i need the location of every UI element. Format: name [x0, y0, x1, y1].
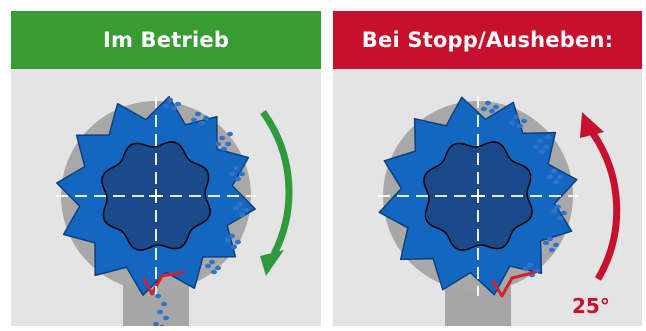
panel-header-stopped: Bei Stopp/Ausheben:	[333, 11, 642, 69]
panel-header-running: Im Betrieb	[11, 11, 321, 69]
falling-pellet	[157, 309, 163, 315]
rotation-angle-label: 25°	[572, 294, 610, 318]
pellet	[547, 174, 553, 180]
pellet	[235, 239, 241, 245]
pellet	[549, 247, 555, 253]
pellet	[513, 114, 519, 120]
pellet	[195, 111, 201, 117]
pellet	[555, 204, 561, 210]
pellet	[219, 135, 225, 141]
pellet	[561, 210, 567, 216]
falling-pellet	[159, 324, 165, 326]
pellet	[543, 144, 549, 150]
pellet	[493, 104, 499, 110]
pellet	[163, 103, 169, 109]
pellet	[231, 244, 237, 250]
pellet	[227, 131, 233, 137]
rotor-diagram-stopped	[378, 96, 621, 326]
pellet	[527, 262, 533, 268]
pellet	[489, 108, 495, 114]
pellet	[211, 269, 217, 275]
pellet	[523, 266, 529, 272]
pellet	[239, 212, 245, 218]
pellet	[509, 120, 515, 126]
falling-pellet	[153, 321, 159, 326]
pellet	[557, 215, 563, 221]
pellet	[543, 240, 549, 246]
panel-title-running: Im Betrieb	[102, 28, 230, 52]
pellet	[225, 141, 231, 147]
rotation-arrow	[260, 109, 293, 256]
rotor-diagram-running	[56, 96, 293, 326]
panel-stopped: Bei Stopp/Ausheben: 25°	[333, 11, 642, 326]
pellet	[239, 171, 245, 177]
pellet	[235, 176, 241, 182]
pellet	[517, 123, 523, 129]
pellet	[229, 233, 235, 239]
pellet	[557, 174, 563, 180]
rotation-arrow-head	[260, 250, 284, 276]
seal-edge-highlight	[142, 270, 185, 296]
pellet	[551, 168, 557, 174]
pellet	[175, 101, 181, 107]
pellet	[547, 236, 553, 242]
falling-pellet	[161, 301, 167, 307]
pellet	[233, 165, 239, 171]
pellet	[537, 138, 543, 144]
pellet	[553, 242, 559, 248]
pellet	[481, 106, 487, 112]
pellet	[199, 120, 205, 126]
panel-running: Im Betrieb	[11, 11, 321, 326]
pellet	[539, 149, 545, 155]
pellet	[225, 237, 231, 243]
pellet	[533, 144, 539, 150]
pellet	[203, 115, 209, 121]
pellet	[205, 263, 211, 269]
pellet	[171, 105, 177, 111]
rotation-arrow	[589, 129, 621, 281]
pellet	[191, 117, 197, 123]
pellet	[243, 207, 249, 213]
pellet	[237, 201, 243, 207]
pellet	[229, 171, 235, 177]
pellet	[167, 97, 173, 103]
pellet	[551, 208, 557, 214]
pellet	[485, 100, 491, 106]
pellet	[553, 179, 559, 185]
pellet	[215, 265, 221, 271]
falling-pellet	[155, 293, 161, 299]
rotation-arrow-head	[580, 112, 604, 138]
pellet	[209, 259, 215, 265]
pellet	[545, 134, 551, 140]
falling-pellet	[163, 315, 169, 321]
pellet	[233, 205, 239, 211]
pellet	[221, 146, 227, 152]
seal-edge-highlight	[490, 270, 537, 298]
panel-title-stopped: Bei Stopp/Ausheben:	[361, 28, 614, 52]
pellet	[521, 118, 527, 124]
pellet	[215, 141, 221, 147]
